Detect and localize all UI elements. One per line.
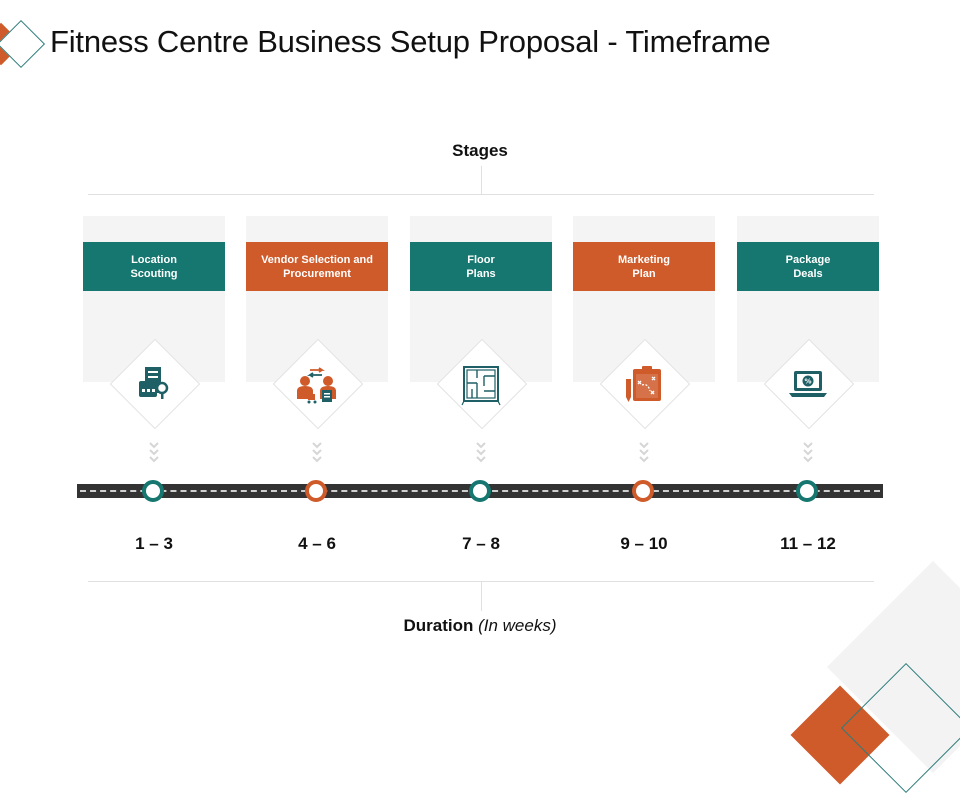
stage-box-floor-plans: Floor Plans — [410, 242, 552, 291]
duration-value: 4 – 6 — [298, 534, 336, 553]
stages-heading: Stages — [452, 141, 508, 160]
marketing-plan-icon — [626, 366, 661, 402]
vendor-procurement-icon — [297, 367, 336, 404]
divider — [88, 194, 874, 195]
chevron-down-icon — [312, 442, 322, 463]
divider — [481, 581, 482, 611]
timeline-node — [469, 480, 491, 502]
divider — [481, 166, 482, 194]
duration-value: 1 – 3 — [135, 534, 173, 553]
location-scouting-icon — [139, 367, 169, 399]
duration-value: 9 – 10 — [620, 534, 668, 553]
page-title: Fitness Centre Business Setup Proposal -… — [50, 24, 771, 59]
stage-box-package-deals: Package Deals — [737, 242, 879, 291]
stage-box-vendor-selection: Vendor Selection and Procurement — [246, 242, 388, 291]
chevron-down-icon — [639, 442, 649, 463]
chevron-down-icon — [476, 442, 486, 463]
svg-text:%: % — [804, 378, 811, 386]
chevron-down-icon — [149, 442, 159, 463]
laptop-discount-icon: % — [789, 371, 827, 397]
timeline-node — [142, 480, 164, 502]
timeline-node — [796, 480, 818, 502]
duration-value: 7 – 8 — [462, 534, 500, 553]
stage-box-location-scouting: Location Scouting — [83, 242, 225, 291]
timeline-node — [305, 480, 327, 502]
stage-box-marketing-plan: Marketing Plan — [573, 242, 715, 291]
title-decoration — [0, 19, 46, 69]
duration-value: 11 – 12 — [780, 534, 836, 553]
chevron-down-icon — [803, 442, 813, 463]
duration-heading: Duration (In weeks) — [403, 616, 557, 635]
floor-plan-icon — [461, 366, 501, 406]
timeline-node — [632, 480, 654, 502]
